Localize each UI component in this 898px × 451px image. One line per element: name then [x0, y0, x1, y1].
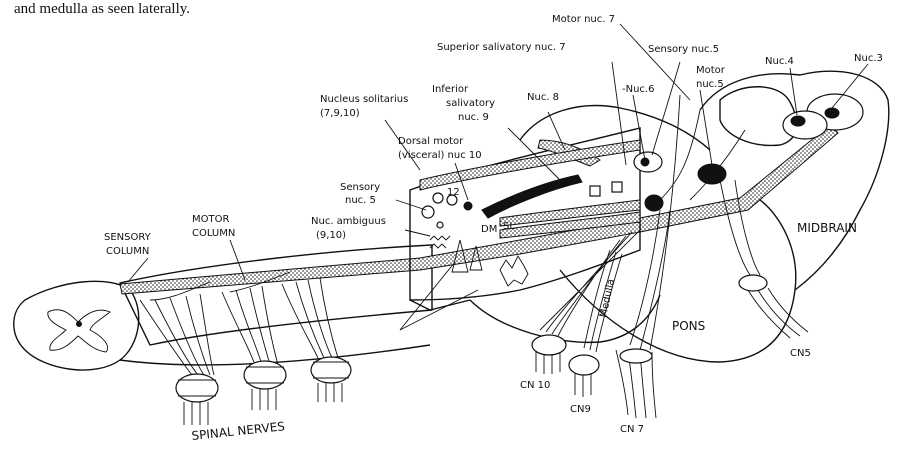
leader-lines — [128, 24, 868, 282]
label-dm: DM — [481, 224, 497, 235]
label-sensory-column-line1: SENSORY — [104, 232, 152, 243]
label-superior-salivatory: Superior salivatory nuc. 7 — [437, 42, 566, 53]
label-sensory-column-line2: COLUMN — [106, 246, 149, 257]
label-nucleus-solitarius-line1: Nucleus solitarius — [320, 94, 408, 105]
label-cn7: CN 7 — [620, 424, 644, 435]
label-midbrain: MIDBRAIN — [797, 221, 857, 235]
label-cn5: CN5 — [790, 348, 811, 359]
label-inferior-line2: salivatory — [446, 98, 495, 109]
label-nuc4: Nuc.4 — [765, 56, 794, 67]
label-nuc6: -Nuc.6 — [622, 84, 654, 95]
label-motor-column-line1: MOTOR — [192, 214, 229, 225]
label-sl: SL — [503, 221, 515, 232]
label-nuc-ambiguus-line1: Nuc. ambiguus — [311, 216, 386, 227]
label-nuc8: Nuc. 8 — [527, 92, 559, 103]
label-cn10: CN 10 — [520, 380, 550, 391]
cranial-nerve-roots — [532, 95, 808, 418]
label-nuc-12: 12 — [447, 187, 460, 198]
label-sensory-nuc5-line2: nuc. 5 — [345, 195, 376, 206]
label-sensory-nuc5-upper: Sensory nuc.5 — [648, 44, 719, 55]
label-dorsal-motor-line1: Dorsal motor — [398, 136, 464, 147]
label-cn9: CN9 — [570, 404, 591, 415]
label-medulla: Medulla — [598, 278, 617, 319]
label-motor-nuc-7: Motor nuc. 7 — [552, 14, 615, 25]
label-nucleus-solitarius-line2: (7,9,10) — [320, 108, 360, 119]
label-sensory-nuc5-line1: Sensory — [340, 182, 380, 193]
label-nuc-ambiguus-line2: (9,10) — [316, 230, 346, 241]
label-dorsal-motor-line2: (visceral) nuc 10 — [398, 150, 482, 161]
label-nuc3: Nuc.3 — [854, 53, 883, 64]
label-inferior-line1: Inferior — [432, 84, 469, 95]
label-motor-nuc5-line1: Motor — [696, 65, 726, 76]
label-pons: PONS — [672, 319, 705, 333]
label-motor-nuc5-line2: nuc.5 — [696, 79, 724, 90]
label-inferior-line3: nuc. 9 — [458, 112, 489, 123]
label-motor-column-line2: COLUMN — [192, 228, 235, 239]
label-spinal-nerves: SPINAL NERVES — [191, 419, 286, 443]
spinal-nerve-ganglia — [176, 357, 351, 425]
